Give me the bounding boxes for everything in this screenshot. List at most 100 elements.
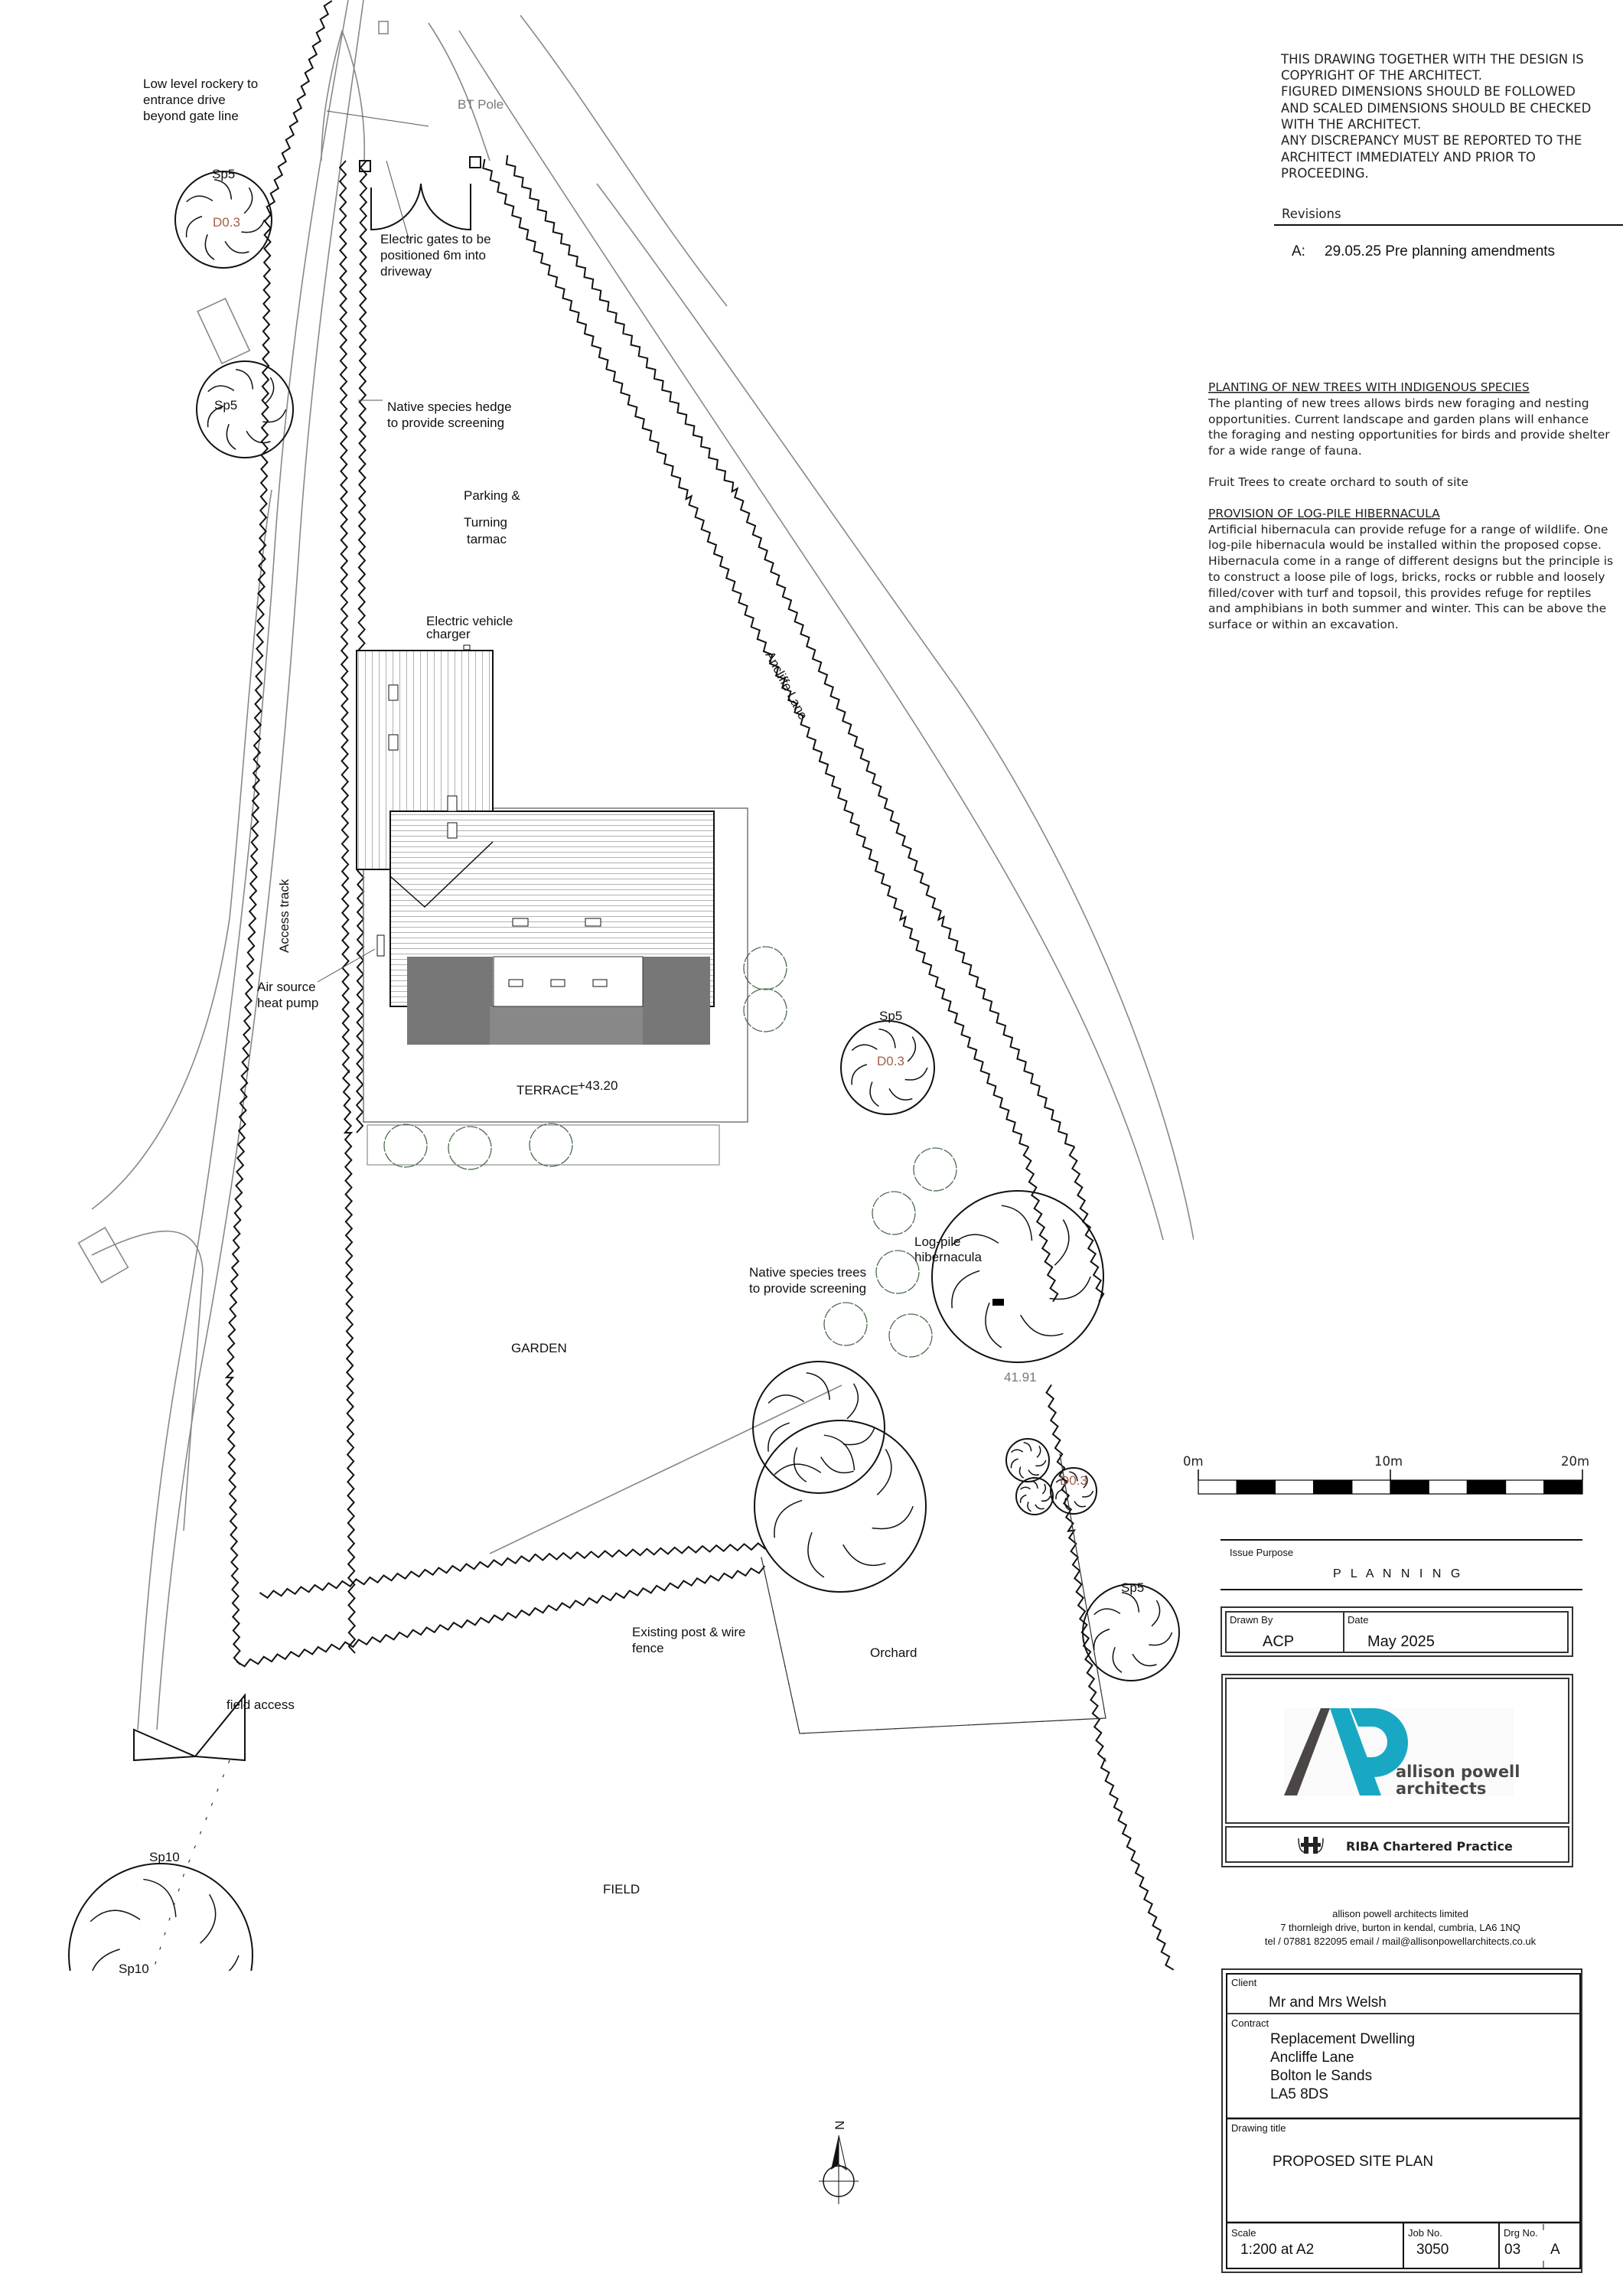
post-and-wire-fence [761, 1453, 1106, 1734]
rooflight [447, 822, 458, 839]
planting-bed [367, 1124, 720, 1166]
ground-level: 41.91 [1004, 1370, 1037, 1384]
note-line: opportunities. Current landscape and gar… [1208, 413, 1589, 426]
company-contact: tel / 07881 822095 email / mail@allisonp… [1265, 1936, 1537, 1947]
logo-wordmark: allison powell [1396, 1763, 1520, 1781]
drawn-by: ACP [1263, 1633, 1294, 1650]
orchard-label: Orchard [870, 1645, 917, 1660]
native-tree-symbol [872, 1191, 916, 1235]
issue-purpose: P L A N N I N G [1333, 1567, 1463, 1580]
tree-canopy [840, 1020, 935, 1115]
terrace-level: +43.20 [578, 1078, 618, 1093]
tree-tag: Sp5 [1121, 1580, 1144, 1595]
roof-pv-panels-east [643, 957, 710, 1045]
company-logo: allison powell allison powell architects [1284, 1708, 1520, 1798]
scale-label-20: 20m [1561, 1454, 1589, 1469]
parking-label: Turning [464, 515, 507, 530]
copyright-line: FIGURED DIMENSIONS SHOULD BE FOLLOWED [1281, 84, 1576, 99]
tree-tag: Sp5 [214, 398, 237, 413]
hedge-track-west [259, 0, 333, 491]
riba-logo-icon [1298, 1837, 1324, 1854]
scale-bar: 0m 10m 20m [1183, 1454, 1589, 1495]
leader-line [317, 948, 376, 983]
hedge-ancliffe-lane-inner [505, 155, 1105, 1303]
terrace-outline [363, 807, 748, 1123]
roof-valley [389, 841, 494, 908]
scale-bar-segment [1274, 1479, 1315, 1495]
garden-path-line [489, 1384, 842, 1554]
tree-diameter: D0.3 [877, 1054, 904, 1068]
drawing-title-label: Drawing title [1231, 2122, 1286, 2134]
hedge-east-boundary [1045, 1384, 1175, 1971]
logo-wordmark: architects [1396, 1779, 1486, 1798]
hedge-track-east [224, 489, 268, 1665]
company-address: 7 thornleigh drive, burton in kendal, cu… [1280, 1922, 1520, 1933]
note-line: Artificial hibernacula can provide refug… [1208, 523, 1608, 536]
copyright-line: THIS DRAWING TOGETHER WITH THE DESIGN IS [1280, 52, 1584, 67]
note-line: filled/cover with turf and topsoil, this… [1208, 586, 1592, 600]
plan-annotations: Low level rockery to entrance drive beyo… [119, 77, 1144, 1976]
terrace-label: TERRACE [517, 1083, 578, 1097]
roof-pv-panels-south [490, 1006, 643, 1045]
contract-label: Contract [1231, 2017, 1269, 2029]
contract-line: Ancliffe Lane [1270, 2050, 1354, 2066]
note-line: to construct a loose pile of logs, brick… [1208, 570, 1605, 584]
tree-canopy [174, 171, 272, 269]
revision-letter: A [1550, 2242, 1560, 2258]
ecology-notes: PLANTING OF NEW TREES WITH INDIGENOUS SP… [1207, 380, 1613, 631]
native-tree-symbol [383, 1124, 428, 1168]
air-source-heat-pump-unit [376, 934, 385, 957]
scale-bar-segment [1351, 1479, 1391, 1495]
gates-label: positioned 6m into [380, 248, 486, 263]
gate-post [359, 160, 371, 172]
native-trees-label: to provide screening [749, 1281, 866, 1296]
copyright-line: WITH THE ARCHITECT. [1281, 117, 1421, 132]
tree-canopy [754, 1420, 927, 1593]
access-track-label: Access track [277, 879, 292, 953]
leader-line [386, 160, 410, 242]
scale-bar-segment [1504, 1479, 1545, 1495]
parking-surface-label: tarmac [467, 532, 507, 546]
native-tree-symbol [529, 1123, 573, 1167]
outbuilding [197, 297, 251, 364]
ancliffe-lane-edge [520, 15, 728, 307]
gates-label: driveway [380, 264, 432, 279]
scale-label-10: 10m [1374, 1454, 1403, 1469]
rockery-label: beyond gate line [143, 109, 239, 123]
scale-bar-segment [1543, 1479, 1583, 1495]
heat-pump-label: heat pump [257, 996, 318, 1010]
rooflight [592, 979, 608, 987]
tree-canopy [196, 360, 294, 458]
plan-linework [68, 0, 1194, 1971]
ev-charger-label: Electric vehicle [426, 614, 513, 628]
scale-bar-segment [1236, 1479, 1276, 1495]
electric-gates [370, 183, 471, 231]
scale-label-0: 0m [1183, 1454, 1204, 1469]
client: Mr and Mrs Welsh [1269, 1994, 1387, 2011]
gates-label: Electric gates to be [380, 232, 491, 246]
company-name: allison powell architects limited [1332, 1908, 1468, 1919]
contract-line: Replacement Dwelling [1270, 2031, 1415, 2047]
native-tree-symbol [913, 1147, 957, 1192]
native-tree-symbol [888, 1313, 933, 1358]
ancliffe-lane-label: Ancliffe Lane [762, 649, 810, 722]
hedge-south-boundary-inner [236, 1565, 766, 1668]
copyright-line: PROCEEDING. [1281, 166, 1369, 181]
access-track-edge [137, 0, 349, 1730]
scale-bar-segment [1390, 1479, 1429, 1495]
heat-pump-label: Air source [257, 980, 316, 994]
note-line: for a wide range of fauna. [1208, 444, 1362, 458]
north-arrow-icon [831, 2135, 839, 2170]
job-no: 3050 [1416, 2242, 1449, 2258]
rooflight [550, 979, 565, 987]
access-track-edge [156, 0, 364, 1730]
date-label: Date [1348, 1614, 1368, 1626]
note-line: log-pile hibernacula would be installed … [1208, 538, 1602, 552]
native-tree-symbol [743, 988, 787, 1032]
native-tree-symbol [823, 1302, 868, 1346]
field-fence [152, 1760, 230, 1971]
leader-line [326, 110, 429, 127]
ancliffe-lane-edge [458, 30, 1164, 1241]
note-line: and amphibians in both summer and winter… [1208, 602, 1606, 615]
